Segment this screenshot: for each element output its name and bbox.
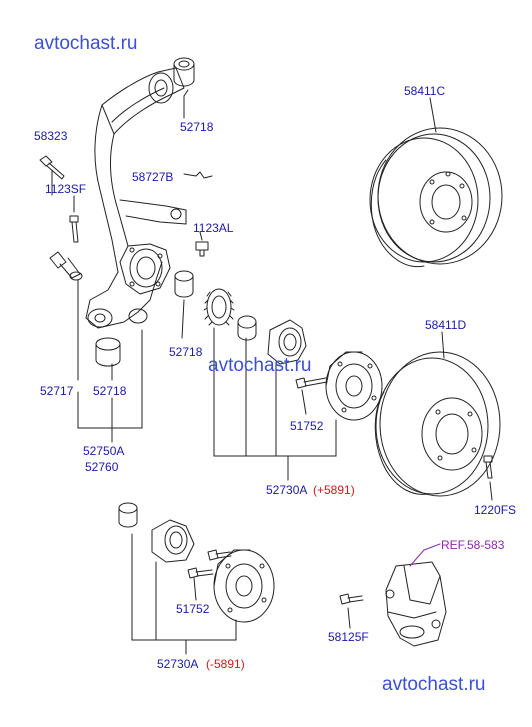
label-52730a-plus: 52730A xyxy=(266,483,308,497)
bolt-58323-drawing xyxy=(39,155,65,180)
label-58411c: 58411C xyxy=(404,84,446,98)
bolt-1220fs-drawing xyxy=(483,455,493,501)
bushing-52718-low-drawing xyxy=(95,337,121,367)
brake-drum-drawing xyxy=(369,97,503,268)
variant-minus-5891: (-5891) xyxy=(206,657,245,671)
label-52750a: 52750A xyxy=(83,444,125,458)
label-52718-low: 52718 xyxy=(93,384,127,398)
bolt-1123al-drawing xyxy=(195,241,209,257)
label-58727b: 58727B xyxy=(132,170,174,184)
variant-plus-5891: (+5891) xyxy=(313,483,355,497)
brake-caliper-drawing xyxy=(339,561,447,647)
watermark-middle: avtochast.ru xyxy=(208,355,312,376)
label-51752-lower: 51752 xyxy=(176,602,210,616)
pin-52717-drawing xyxy=(49,251,83,281)
bushing-52718-mid-drawing xyxy=(174,270,194,298)
label-58411d: 58411D xyxy=(425,318,467,332)
label-1220fs: 1220FS xyxy=(474,503,517,517)
watermark-bottom: avtochast.ru xyxy=(382,674,486,695)
watermark-top: avtochast.ru xyxy=(34,33,138,54)
brake-disc-drawing xyxy=(374,331,501,497)
label-1123al: 1123AL xyxy=(193,221,234,235)
label-58323: 58323 xyxy=(34,129,68,143)
steering-knuckle-drawing xyxy=(85,67,187,329)
label-52717: 52717 xyxy=(40,384,74,398)
label-52718-mid: 52718 xyxy=(169,345,203,359)
hub-assembly-minus-drawing xyxy=(118,502,275,623)
clip-58727b-drawing xyxy=(183,171,213,179)
bolt-1123sf-drawing xyxy=(69,215,79,243)
label-51752-upper: 51752 xyxy=(290,419,324,433)
hub-assembly-plus-drawing xyxy=(203,288,383,421)
label-52718-top: 52718 xyxy=(180,120,214,134)
reference-58-583[interactable]: REF.58-583 xyxy=(441,538,505,552)
bushing-52718-top-drawing xyxy=(173,57,195,87)
label-52730a-minus: 52730A xyxy=(157,657,199,671)
label-58125f: 58125F xyxy=(328,630,369,644)
label-1123sf: 1123SF xyxy=(45,182,87,196)
label-52760: 52760 xyxy=(85,460,119,474)
